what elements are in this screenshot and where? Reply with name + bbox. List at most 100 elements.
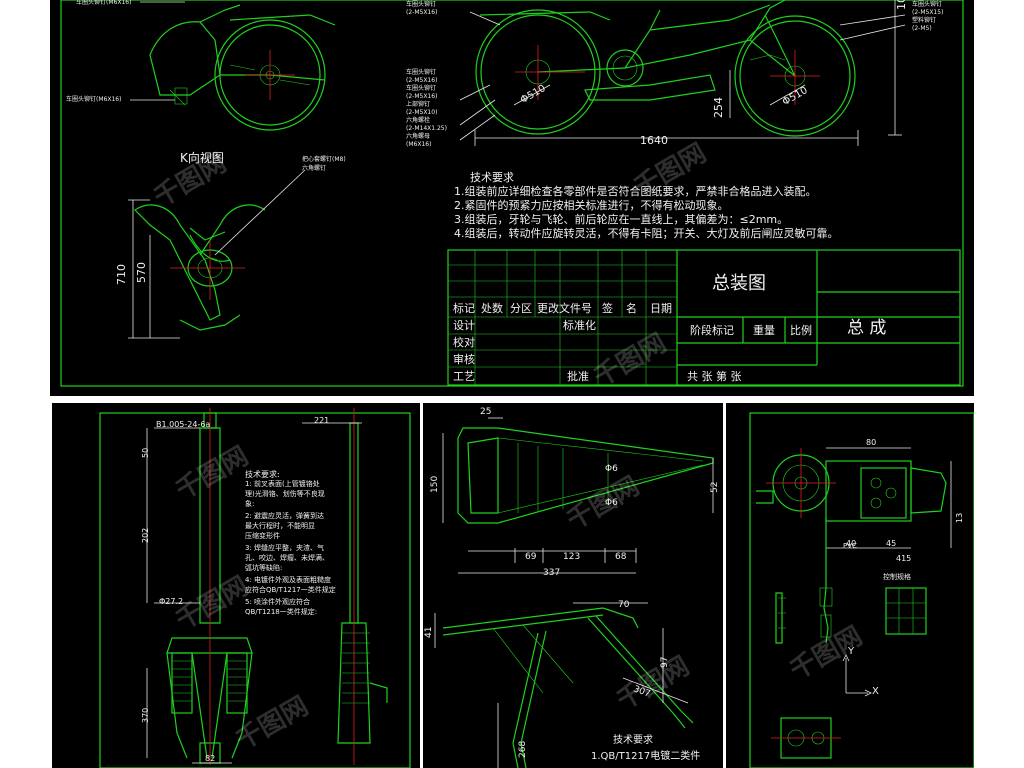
callout-mid-8: (2-M5X10) [406, 109, 438, 116]
tech-req-item-1: 1.组装前应详细检查各零部件是否符合图纸要求，严禁非合格品进入装配。 [454, 185, 817, 198]
callout-right-3: 塑料铆钉 [912, 17, 937, 24]
dim-710: 710 [115, 264, 128, 285]
tb-sign-2: 名 [626, 302, 637, 315]
dim-570: 570 [135, 262, 148, 283]
callout-left-2: 车圈头铆钉(M6X16) [66, 96, 122, 103]
fork-tech-7: 3: 焊缝应平整，夹渣、气 [245, 544, 325, 552]
tb-weight: 重量 [753, 324, 775, 337]
tb-process: 工艺 [453, 370, 475, 383]
dim-phi27: Φ27.2 [159, 597, 184, 606]
fork-part-no: B1.005-24-6a [156, 420, 211, 429]
callout-left-1: 车圈头铆钉(M6X16) [76, 0, 132, 6]
tb-change-doc: 更改文件号 [537, 302, 592, 315]
tb-date: 日期 [650, 302, 672, 315]
dim-268: 268 [518, 740, 528, 758]
dim-50: 50 [141, 447, 150, 458]
dim-overall-height: 1060 [895, 0, 908, 10]
axis-x-label: X [872, 686, 879, 697]
callout-mid-7: 上部铆钉 [406, 101, 431, 108]
callout-mid-6: (2-M5X16) [406, 93, 438, 100]
tb-zone: 分区 [510, 302, 532, 315]
title-block-lines [447, 249, 961, 386]
callout-mid-2: (2-M5X16) [406, 9, 438, 16]
k-callout-2: 六角螺钉 [302, 165, 327, 172]
k-view-drawing [128, 169, 306, 339]
control-table-label: 控制规格 [883, 573, 911, 581]
dim-45: 45 [886, 539, 897, 548]
tb-check: 校对 [453, 336, 475, 349]
drawing-frame [60, 0, 964, 387]
fork-tech-6: 压缩变形件 [245, 532, 280, 540]
dim-52: 52 [710, 481, 720, 493]
fork-tech-12: 5: 喷涂件外观应符合 [245, 598, 311, 606]
fork-tech-11: 应符合QB/T1217一类件规定 [245, 586, 336, 594]
fork-tech-5: 最大行程时，不能明显 [245, 522, 315, 530]
tb-standardize: 标准化 [563, 319, 596, 332]
headlight-svg [749, 412, 974, 768]
fork-tech-13: QB/T1218一类件规定: [245, 608, 318, 616]
tb-mark: 标记 [453, 302, 475, 315]
left-bike-view [130, 1, 336, 131]
tb-scale: 比例 [790, 324, 812, 337]
tb-sheets: 共 张 第 张 [687, 370, 742, 383]
fork-tech-4: 2: 避震应灵活，弹簧到达 [245, 512, 325, 520]
dim-70: 70 [618, 600, 630, 610]
dim-202: 202 [141, 527, 150, 543]
main-bike-view [459, 0, 906, 146]
fork-tech-3: 象: [245, 500, 255, 508]
callout-right-2: (2-M5X15) [912, 9, 944, 16]
dim-82: 82 [205, 754, 216, 763]
front-fork-svg [99, 408, 411, 768]
rack-tech-item: 1.QB/T1217电镀二类件 [591, 751, 701, 762]
tb-design: 设计 [453, 319, 475, 332]
assembly-label: 总 成 [847, 318, 887, 338]
tech-req-item-3: 3.组装后，牙轮与飞轮、前后轮应在一直线上，其偏差为：≤2mm。 [454, 213, 789, 226]
callout-mid-5: 车圈头铆钉 [406, 85, 437, 92]
front-fork-drawing-panel: B1.005-24-6a 221 Φ27.2 50 202 370 82 技术要… [52, 403, 420, 768]
dim-phi6-a: Φ6 [605, 464, 618, 474]
drawing-name: 总装图 [712, 273, 766, 294]
callout-mid-9: 六角螺栓 [406, 117, 431, 124]
callout-mid-4: (2-M5X16) [406, 77, 438, 84]
assembly-drawing-svg [60, 0, 964, 387]
dim-123: 123 [563, 552, 581, 562]
tb-sign-1: 签 [602, 302, 613, 315]
dim-80: 80 [866, 438, 877, 447]
dim-370: 370 [141, 707, 150, 723]
assembly-drawing-panel: K向视图 1640 1060 710 570 254 Φ510 Φ510 车圈头… [50, 0, 974, 396]
fork-tech-9: 弧坑等缺陷: [245, 564, 283, 572]
dim-overall-width: 1640 [640, 134, 668, 147]
tb-stage: 阶段标记 [690, 324, 734, 337]
rear-wheel [475, 9, 601, 135]
dim-150: 150 [430, 475, 440, 493]
callout-right-1: 车圈头铆钉 [912, 1, 943, 8]
dim-25: 25 [480, 407, 492, 417]
dim-337: 337 [543, 568, 561, 578]
dim-415: 415 [896, 554, 912, 563]
rear-rack-svg [434, 417, 714, 768]
tb-approve: 批准 [567, 370, 589, 383]
callout-mid-12: (M6X16) [406, 141, 432, 148]
fork-tech-1: 1: 前叉表面(上管镀铬处 [245, 480, 320, 488]
fork-tech-10: 4: 电镀件外观及表面粗糙度 [245, 576, 332, 584]
callout-mid-1: 车圈头铆钉 [406, 1, 437, 8]
dim-69: 69 [525, 552, 537, 562]
dim-phi6-b: Φ6 [605, 498, 618, 508]
axis-y-label: Y [848, 646, 855, 657]
dim-254: 254 [712, 97, 725, 118]
fork-tech-8: 孔、咬边、焊瘤、未焊满、 [245, 554, 329, 562]
dim-13: 13 [955, 512, 964, 523]
callout-mid-11: 六角螺母 [406, 133, 431, 140]
callout-mid-3: 车圈头铆钉 [406, 69, 437, 76]
dim-221: 221 [314, 416, 330, 425]
dim-40: 40 [846, 539, 857, 548]
headlight-drawing-panel: 80 45 40 415 PVC 13 控制规格 Y X 千图网 [726, 403, 974, 768]
fork-tech-2: 理)光滑铬、划伤等不良现 [245, 490, 325, 498]
dim-41: 41 [424, 626, 434, 638]
callout-right-4: (2-M5) [912, 25, 932, 32]
rear-rack-drawing-panel: 25 150 52 69 123 68 337 Φ6 Φ6 70 41 97 3… [423, 403, 723, 768]
rack-tech-title: 技术要求 [613, 735, 653, 746]
tech-req-item-2: 2.紧固件的预紧力应按相关标准进行，不得有松动现象。 [454, 199, 729, 212]
dim-68: 68 [615, 552, 627, 562]
k-view-title: K向视图 [180, 151, 224, 165]
